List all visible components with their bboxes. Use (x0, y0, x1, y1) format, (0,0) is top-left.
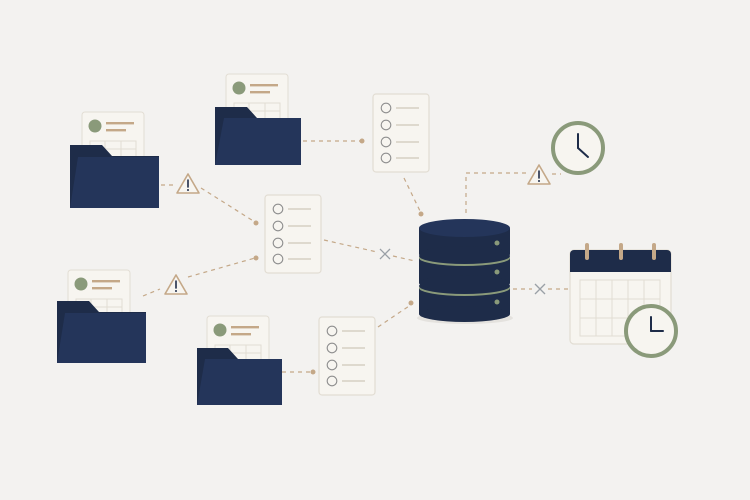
warning-icon-left-upper (176, 173, 200, 194)
x-mark-icon-left (379, 248, 391, 260)
database-server-icon (417, 219, 513, 324)
clock-icon-top (551, 121, 605, 175)
checklist-document-middle (264, 194, 322, 274)
connector-lines (142, 138, 569, 375)
folder-icon-top (215, 73, 301, 165)
folder-icon-bottom (197, 315, 282, 405)
warning-icon-right (527, 164, 551, 185)
folder-icon-left-upper (70, 111, 159, 208)
warning-icon-left-lower (164, 274, 188, 295)
clock-icon-bottom (624, 304, 678, 358)
folder-icon-left-lower (57, 269, 146, 363)
x-mark-icon-right (534, 283, 546, 295)
checklist-document-bottom (318, 316, 376, 396)
checklist-document-top (372, 93, 430, 173)
